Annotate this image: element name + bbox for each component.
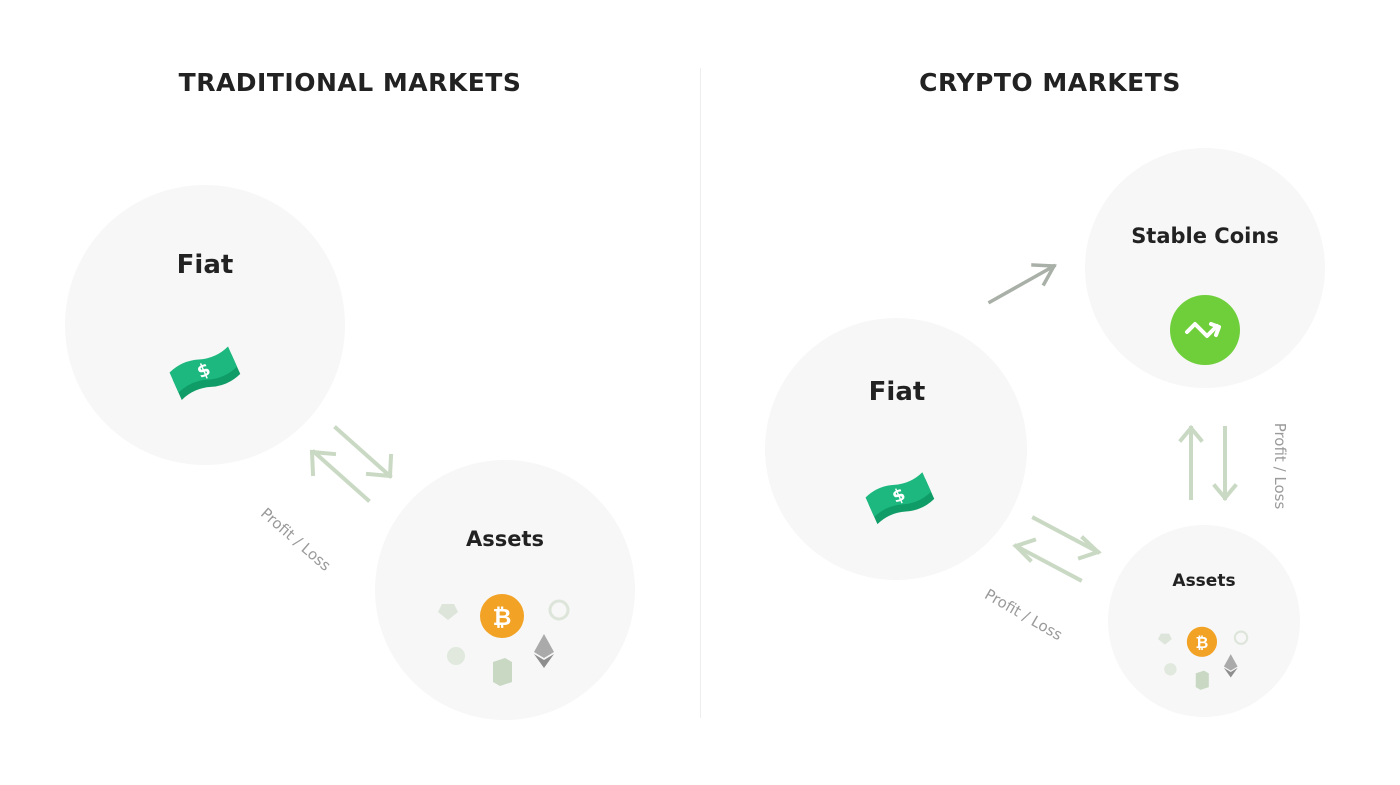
traditional-assets-label: Assets [465,527,545,551]
faded-coin-icon [1158,633,1172,645]
money-bill-icon: $ [865,472,935,525]
faded-coin-icon [1233,630,1249,645]
crypto-assets-label: Assets [1172,571,1236,591]
bitcoin-icon [1186,626,1218,657]
fiat-to-stablecoins-arrow [987,263,1057,305]
fiat-assets-arrows [1012,515,1102,583]
traditional-markets-title: TRADITIONAL MARKETS [178,68,522,97]
stablecoin-icon [1170,295,1240,365]
ethereum-icon [534,634,554,668]
crypto-stable-assets-profit-loss-label: Profit / Loss [1271,422,1289,510]
traditional-fiat-node [65,185,345,465]
svg-text:₿: ₿ [493,605,512,631]
faded-coin-icon [548,599,570,621]
panel-divider [700,68,701,718]
neo-icon [493,658,512,686]
faded-coin-icon [447,647,465,665]
ethereum-icon [1223,654,1238,678]
assets-coins-cluster: ₿ [438,594,570,686]
crypto-markets-title: CRYPTO MARKETS [919,68,1181,97]
crypto-fiat-label: Fiat [868,377,926,407]
faded-coin-icon [438,604,458,620]
traditional-fiat-label: Fiat [176,250,234,280]
crypto-fiat-node [765,318,1027,580]
neo-icon [1195,670,1209,690]
stablecoins-assets-arrows [1178,424,1238,502]
money-bill-icon: $ [169,346,241,400]
assets-coins-cluster: ₿ [1158,626,1249,690]
crypto-stablecoins-label: Stable Coins [1131,224,1279,248]
bitcoin-icon [480,594,524,638]
faded-coin-icon [1164,663,1177,676]
svg-text:₿: ₿ [1196,633,1209,652]
